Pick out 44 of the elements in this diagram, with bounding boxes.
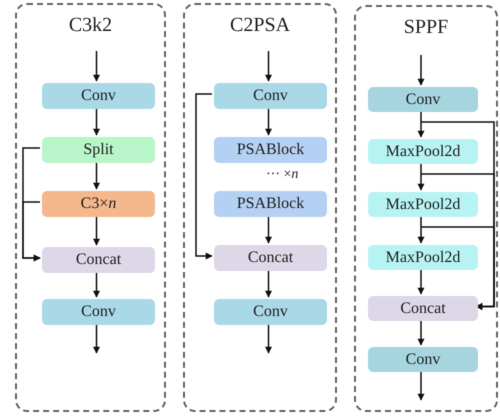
layer-box: Conv — [368, 87, 478, 112]
layer-box: PSABlock — [214, 137, 327, 163]
arrow — [93, 107, 100, 136]
arrow — [418, 268, 424, 295]
module-title: SPPF — [404, 15, 448, 39]
module-panel — [15, 3, 166, 412]
module-title: C3k2 — [68, 13, 112, 37]
module-panel — [354, 5, 498, 412]
layer-box: Conv — [214, 299, 327, 325]
layer-box: Concat — [368, 296, 478, 321]
layer-box: C3×n — [42, 191, 155, 217]
arrow — [93, 215, 100, 246]
arrow — [418, 162, 424, 191]
arrow — [418, 55, 424, 86]
arrow — [265, 215, 272, 244]
layer-box: MaxPool2d — [368, 139, 478, 164]
module-panel — [183, 3, 337, 412]
arrow — [93, 323, 100, 354]
layer-box: Conv — [42, 299, 155, 325]
arrow — [418, 215, 424, 244]
arrow — [93, 161, 100, 190]
arrow — [418, 110, 424, 138]
arrow — [421, 226, 495, 310]
arrow — [418, 370, 424, 401]
arrow — [265, 51, 272, 82]
layer-box: Split — [42, 137, 155, 163]
layer-box: PSABlock — [214, 191, 327, 217]
arrow — [93, 271, 100, 298]
module-title: C2PSA — [230, 13, 290, 37]
layer-box: MaxPool2d — [368, 192, 478, 217]
arrow — [265, 107, 272, 136]
layer-box: MaxPool2d — [368, 245, 478, 270]
arrow — [265, 323, 272, 354]
arrow — [195, 93, 213, 260]
arrow — [418, 319, 424, 346]
arrow — [265, 269, 272, 298]
layer-box: Conv — [368, 347, 478, 372]
layer-box: Conv — [42, 83, 155, 109]
layer-box: Concat — [42, 247, 155, 273]
repeat-note: ··· ×n — [266, 167, 298, 183]
layer-box: Conv — [214, 83, 327, 109]
arrow — [93, 51, 100, 82]
layer-box: Concat — [214, 245, 327, 271]
arrow — [22, 201, 41, 262]
